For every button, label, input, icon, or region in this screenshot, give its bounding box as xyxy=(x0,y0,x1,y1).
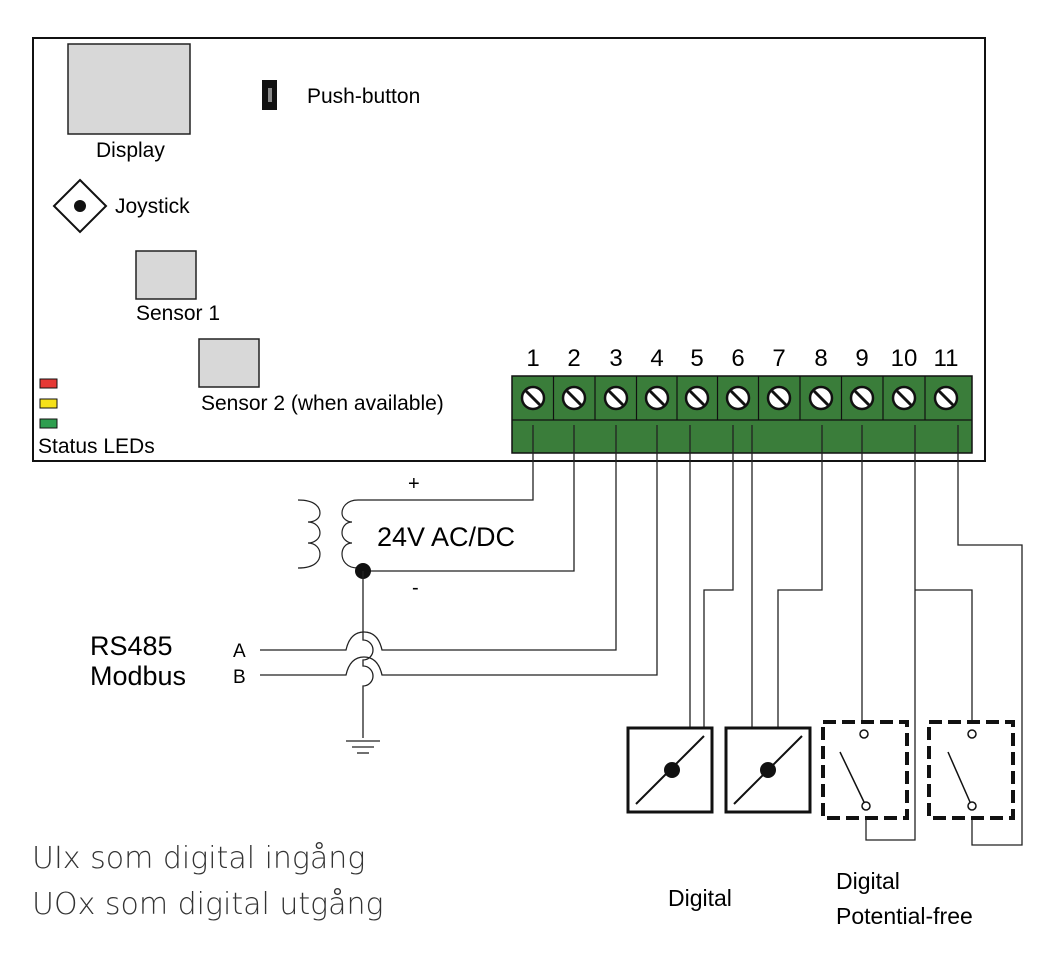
digital-wiring xyxy=(689,425,823,730)
terminal-screw-slot xyxy=(524,389,542,407)
wire-terminal-2 xyxy=(365,425,575,572)
terminal-screw-slot xyxy=(770,389,788,407)
terminal-number-3: 3 xyxy=(609,345,622,372)
ground-wire xyxy=(362,571,374,738)
digital-device-2-contact xyxy=(760,762,776,778)
terminal-screw-slot xyxy=(648,389,666,407)
status-led-red xyxy=(39,378,58,389)
push-button-label: Push-button xyxy=(307,85,420,108)
ground-wiring xyxy=(346,571,380,754)
sensor-1 xyxy=(135,250,197,300)
wire-terminal-8 xyxy=(777,425,823,730)
potential-free-device-1 xyxy=(821,720,909,820)
wire-rs485-a xyxy=(260,425,617,651)
wire-terminal-1 xyxy=(358,425,534,501)
status-leds xyxy=(39,378,58,429)
terminal-screw-slot xyxy=(607,389,625,407)
terminal-number-7: 7 xyxy=(772,345,785,372)
wire-terminal-6 xyxy=(703,425,734,730)
terminal-number-4: 4 xyxy=(650,345,663,372)
potential-free-device-2-top-contact xyxy=(967,729,977,739)
digital-device-2 xyxy=(724,726,812,814)
terminal-screw-slot xyxy=(812,389,830,407)
potential-free-wiring xyxy=(861,425,1023,846)
potential-free-device-1-switch xyxy=(839,751,865,803)
terminal-number-9: 9 xyxy=(855,345,868,372)
power-wiring: + - 24V AC/DC xyxy=(297,425,575,599)
note-line-2: UOx som digital utgång xyxy=(32,886,384,922)
terminal-number-10: 10 xyxy=(891,345,918,372)
terminal-number-1: 1 xyxy=(526,345,539,372)
terminal-screw-slot xyxy=(729,389,747,407)
push-button-slot xyxy=(268,88,272,102)
potential-free-device-1-top-contact xyxy=(859,729,869,739)
sensor-1-label: Sensor 1 xyxy=(136,302,220,325)
terminal-number-8: 8 xyxy=(814,345,827,372)
terminal-number-2: 2 xyxy=(567,345,580,372)
potential-free-device-2-bottom-contact xyxy=(967,801,977,811)
potential-free-device-2 xyxy=(927,720,1015,820)
transformer-secondary-coil xyxy=(341,499,359,569)
digital-label: Digital xyxy=(668,885,732,911)
digital-device-1 xyxy=(626,726,714,814)
potential-free-device-2-switch xyxy=(947,751,971,803)
display-label: Display xyxy=(96,139,165,162)
terminal-screw-slot xyxy=(937,389,955,407)
rs485-wiring: RS485 Modbus A B xyxy=(90,425,658,691)
status-led-green xyxy=(39,418,58,429)
rs485-label: RS485 xyxy=(90,631,173,661)
potential-free-device-1-bottom-contact xyxy=(861,801,871,811)
status-led-yellow xyxy=(39,398,58,409)
wire-rs485-b xyxy=(260,425,658,676)
wire-terminal-11 xyxy=(957,425,1023,846)
modbus-label: Modbus xyxy=(90,661,186,691)
note-line-1: UIx som digital ingång xyxy=(32,840,365,876)
terminal-screw-slot xyxy=(688,389,706,407)
joystick-label: Joystick xyxy=(115,195,190,218)
terminal-number-11: 11 xyxy=(934,345,959,372)
sensor-2-label: Sensor 2 (when available) xyxy=(201,392,444,415)
bus-a-label: A xyxy=(233,641,246,662)
status-leds-label: Status LEDs xyxy=(38,435,155,458)
terminal-screw-slot xyxy=(565,389,583,407)
joystick-knob xyxy=(74,200,86,212)
display xyxy=(67,43,191,135)
terminal-screw-slot xyxy=(895,389,913,407)
bus-b-label: B xyxy=(233,667,246,688)
digital-device-1-contact xyxy=(664,762,680,778)
power-plus-label: + xyxy=(408,473,420,495)
potential-free-label-2: Potential-free xyxy=(836,903,973,929)
wire-terminal-10 xyxy=(865,425,916,841)
terminal-number-6: 6 xyxy=(731,345,744,372)
power-supply-label: 24V AC/DC xyxy=(377,522,515,552)
terminal-screw-slot xyxy=(853,389,871,407)
terminal-number-5: 5 xyxy=(690,345,703,372)
sensor-2 xyxy=(198,338,260,388)
power-minus-label: - xyxy=(412,577,419,599)
potential-free-label-1: Digital xyxy=(836,868,900,894)
wire-terminal-10-branch xyxy=(915,589,973,732)
transformer-primary-coil xyxy=(297,499,321,569)
